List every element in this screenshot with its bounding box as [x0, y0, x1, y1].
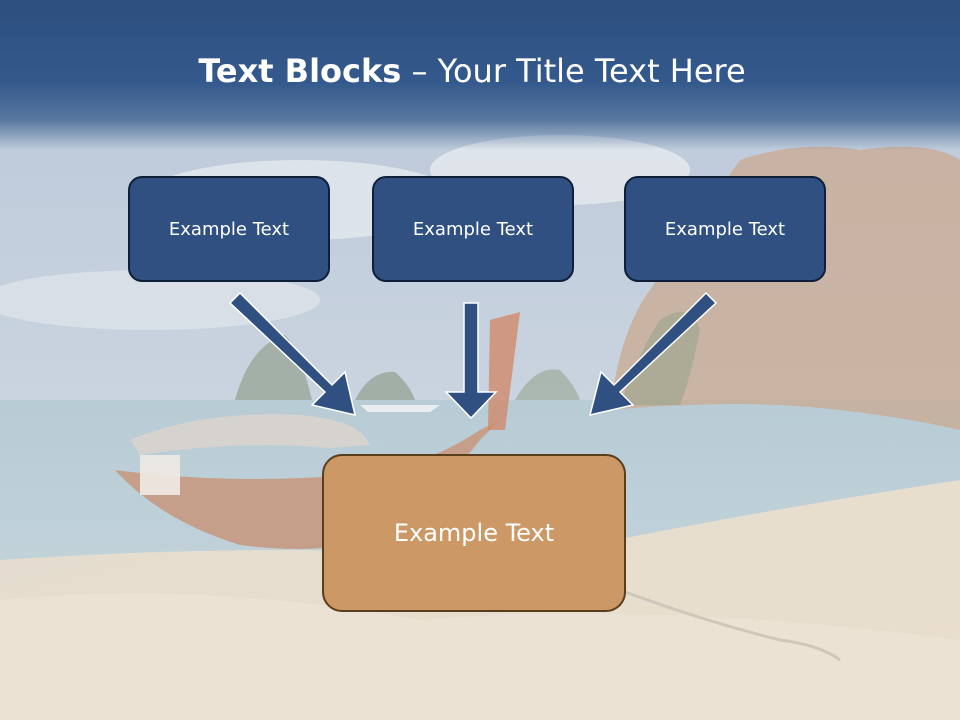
- title-dash: –: [401, 52, 438, 90]
- arrow-left: [228, 291, 357, 417]
- text-block-left[interactable]: Example Text: [128, 176, 330, 282]
- text-block-left-label: Example Text: [168, 218, 290, 240]
- arrow-right: [588, 291, 718, 417]
- text-block-right[interactable]: Example Text: [624, 176, 826, 282]
- text-block-target[interactable]: Example Text: [322, 454, 626, 612]
- text-block-right-label: Example Text: [664, 218, 786, 240]
- title-strong: Text Blocks: [198, 52, 402, 90]
- text-block-middle[interactable]: Example Text: [372, 176, 574, 282]
- text-block-target-label: Example Text: [393, 519, 555, 547]
- text-block-middle-label: Example Text: [412, 218, 534, 240]
- title-rest: Your Title Text Here: [437, 52, 746, 90]
- title-band: [0, 0, 960, 150]
- slide-title: Text Blocks – Your Title Text Here: [0, 52, 944, 90]
- arrow-middle: [444, 302, 498, 420]
